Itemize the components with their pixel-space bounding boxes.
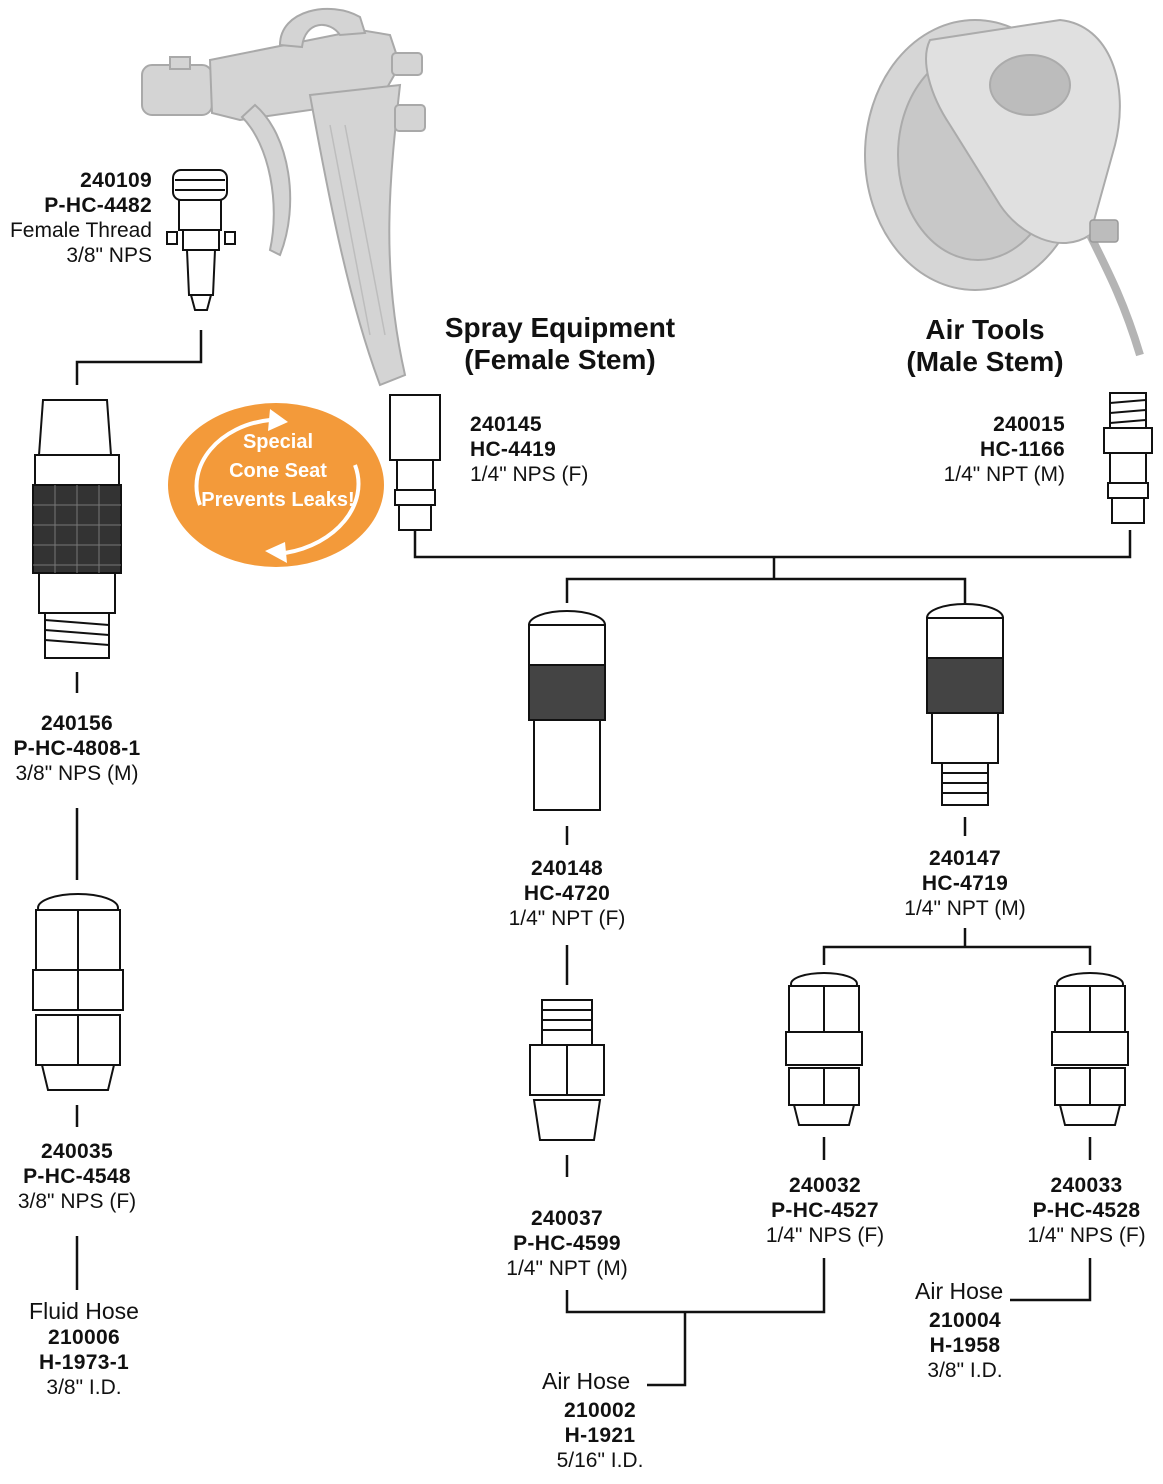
- hose-desc: 3/8" I.D.: [46, 1376, 122, 1399]
- heading-spray-equipment: Spray Equipment (Female Stem): [430, 312, 690, 376]
- fitting-icon: [529, 999, 605, 1141]
- part-number: 240147: [929, 847, 1001, 870]
- hose-number: 210006: [48, 1326, 120, 1349]
- part-code: HC-4419: [470, 438, 557, 461]
- part-number: 240109: [80, 169, 152, 192]
- badge-line-2: Cone Seat: [229, 460, 327, 482]
- part-number: 240035: [41, 1140, 113, 1163]
- part-240156-label: 240156 P-HC-4808-1 3/8" NPS (M): [0, 711, 154, 786]
- part-240037-label: 240037 P-HC-4599 1/4" NPT (M): [487, 1206, 647, 1281]
- part-code: P-HC-4527: [771, 1199, 879, 1222]
- hose-code: H-1958: [929, 1334, 1001, 1357]
- part-code: P-HC-4528: [1032, 1199, 1141, 1222]
- part-desc: 1/4" NPT (M): [506, 1257, 628, 1280]
- fitting-icon: [1051, 972, 1129, 1126]
- part-desc: 1/4" NPS (F): [765, 1224, 885, 1247]
- badge-text: Special Cone Seat Prevents Leaks!: [183, 428, 373, 515]
- part-code: P-HC-4808-1: [13, 737, 141, 760]
- part-code: HC-1166: [980, 438, 1065, 461]
- badge-line-3: Prevents Leaks!: [201, 489, 355, 511]
- part-240148-label: 240148 HC-4720 1/4" NPT (F): [487, 856, 647, 931]
- part-code: P-HC-4599: [513, 1232, 621, 1255]
- fitting-icon: [389, 394, 441, 531]
- fitting-icon: [528, 610, 606, 811]
- cone-seat-badge: [168, 403, 384, 567]
- fluid-hose-label: Fluid Hose 210006 H-1973-1 3/8" I.D.: [0, 1298, 168, 1400]
- part-240032-label: 240032 P-HC-4527 1/4" NPS (F): [745, 1173, 905, 1248]
- hose-number: 210002: [564, 1399, 636, 1422]
- hose-number: 210004: [929, 1309, 1001, 1332]
- part-desc: 1/4" NPT (M): [943, 463, 1065, 486]
- fitting-icon: [166, 169, 236, 311]
- air-hose-1-label: Air Hose: [542, 1368, 642, 1395]
- hose-desc: 3/8" I.D.: [927, 1359, 1003, 1382]
- heading-spray-line1: Spray Equipment: [444, 312, 676, 343]
- part-number: 240156: [41, 712, 113, 735]
- part-desc: 1/4" NPT (F): [508, 907, 626, 930]
- hose-name: Air Hose: [915, 1278, 1004, 1304]
- hose-name: Air Hose: [542, 1368, 631, 1394]
- part-number: 240037: [531, 1207, 603, 1230]
- part-number: 240015: [993, 413, 1065, 436]
- spray-gun-icon: [141, 8, 426, 387]
- part-240109-label: 240109 P-HC-4482 Female Thread 3/8" NPS: [0, 168, 152, 268]
- part-code: P-HC-4482: [44, 194, 152, 217]
- heading-air-line1: Air Tools: [925, 314, 1045, 345]
- heading-air-line2: (Male Stem): [906, 346, 1064, 377]
- fitting-icon: [926, 603, 1004, 806]
- part-240015-label: 240015 HC-1166 1/4" NPT (M): [900, 412, 1065, 487]
- heading-spray-line2: (Female Stem): [464, 344, 656, 375]
- part-desc: 1/4" NPS (F): [470, 463, 589, 486]
- hose-desc: 5/16" I.D.: [556, 1449, 644, 1472]
- part-number: 240145: [470, 413, 542, 436]
- part-240035-label: 240035 P-HC-4548 3/8" NPS (F): [0, 1139, 154, 1214]
- part-number: 240033: [1050, 1174, 1123, 1197]
- air-hose-1-details: 210002 H-1921 5/16" I.D.: [520, 1398, 680, 1473]
- part-desc: Female Thread: [9, 219, 152, 242]
- part-code: HC-4719: [921, 872, 1009, 895]
- air-sander-icon: [864, 18, 1144, 357]
- part-number: 240148: [531, 857, 603, 880]
- hose-code: H-1973-1: [39, 1351, 129, 1374]
- part-code: P-HC-4548: [23, 1165, 131, 1188]
- part-desc: 3/8" NPS (M): [15, 762, 139, 785]
- hose-name: Fluid Hose: [29, 1298, 139, 1324]
- fitting-icon: [785, 972, 863, 1126]
- air-hose-2-details: 210004 H-1958 3/8" I.D.: [895, 1308, 1035, 1383]
- part-desc: 3/8" NPS: [66, 244, 152, 267]
- part-desc: 1/4" NPS (F): [1027, 1224, 1146, 1247]
- heading-air-tools: Air Tools (Male Stem): [880, 314, 1090, 378]
- part-240147-label: 240147 HC-4719 1/4" NPT (M): [885, 846, 1045, 921]
- part-240145-label: 240145 HC-4419 1/4" NPS (F): [470, 412, 588, 487]
- fitting-icon: [32, 893, 124, 1091]
- fitting-icon: [32, 399, 122, 659]
- air-hose-2-label: Air Hose: [915, 1278, 1015, 1305]
- part-desc: 3/8" NPS (F): [17, 1190, 137, 1213]
- part-code: HC-4720: [523, 882, 611, 905]
- badge-line-1: Special: [242, 431, 314, 453]
- part-number: 240032: [789, 1174, 861, 1197]
- hose-code: H-1921: [564, 1424, 636, 1447]
- part-240033-label: 240033 P-HC-4528 1/4" NPS (F): [1010, 1173, 1163, 1248]
- part-desc: 1/4" NPT (M): [904, 897, 1026, 920]
- fitting-icon: [1103, 392, 1153, 524]
